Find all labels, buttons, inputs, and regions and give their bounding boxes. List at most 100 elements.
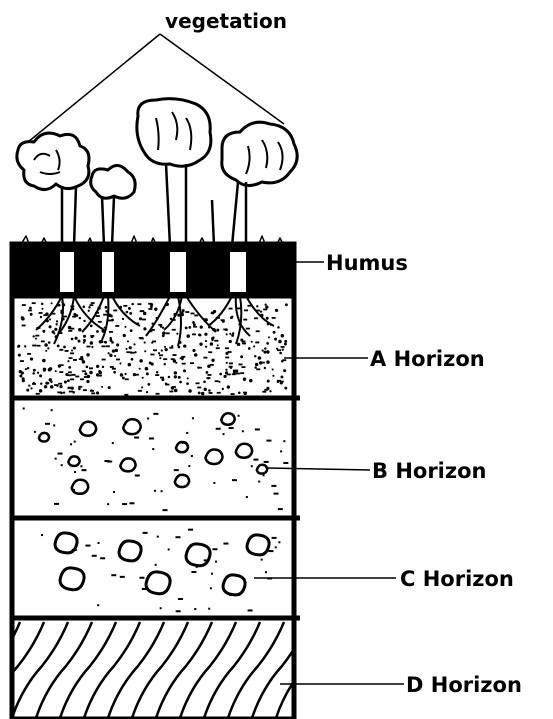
b-horizon-label: B Horizon (372, 459, 486, 483)
soil-speck (273, 331, 276, 334)
soil-speck (59, 371, 63, 373)
soil-speck (26, 389, 29, 392)
soil-speck (176, 333, 178, 335)
soil-speck (249, 379, 253, 383)
soil-speck (68, 330, 72, 332)
soil-speck (193, 323, 196, 326)
soil-speck (256, 368, 260, 370)
soil-speck (277, 326, 280, 329)
soil-speck (113, 491, 115, 493)
vegetation-plants (17, 99, 297, 246)
soil-speck (102, 366, 104, 368)
soil-speck (27, 367, 29, 369)
soil-speck (67, 387, 70, 390)
soil-speck (48, 325, 51, 328)
soil-speck (157, 536, 159, 538)
soil-speck (41, 341, 45, 343)
soil-speck (281, 334, 284, 337)
soil-speck (112, 368, 116, 370)
soil-speck (274, 493, 279, 495)
soil-speck (194, 315, 198, 317)
soil-speck (272, 537, 277, 539)
pebble (72, 480, 89, 494)
soil-speck (63, 391, 65, 393)
bedrock-stroke (300, 622, 356, 718)
soil-speck (264, 347, 266, 349)
soil-speck (206, 319, 208, 321)
soil-speck (265, 571, 267, 573)
bedrock-stroke (204, 622, 260, 718)
soil-speck (210, 364, 214, 366)
soil-speck (283, 440, 285, 442)
soil-speck (237, 343, 240, 346)
soil-speck (183, 345, 186, 348)
soil-speck (200, 325, 203, 328)
soil-speck (191, 313, 195, 315)
soil-speck (174, 375, 177, 378)
soil-speck (277, 380, 281, 382)
soil-speck (99, 371, 102, 374)
soil-speck (263, 474, 265, 476)
soil-speck (185, 326, 188, 329)
soil-speck (261, 362, 265, 364)
soil-speck (147, 383, 150, 386)
soil-speck (35, 338, 37, 340)
tree-crown-2 (91, 165, 135, 198)
soil-speck (129, 312, 132, 315)
soil-speck (86, 353, 89, 356)
soil-speck (67, 360, 69, 362)
c-horizon-label: C Horizon (400, 567, 514, 591)
soil-speck (145, 367, 149, 371)
soil-speck (83, 389, 87, 391)
soil-speck (144, 341, 146, 343)
soil-speck (185, 311, 189, 313)
soil-speck (165, 384, 169, 386)
soil-speck (166, 332, 170, 334)
soil-speck (231, 316, 233, 318)
soil-speck (39, 374, 42, 377)
soil-speck (54, 328, 57, 331)
soil-speck (131, 352, 135, 354)
soil-speck (82, 360, 85, 363)
soil-speck (131, 358, 134, 361)
soil-speck (255, 428, 260, 430)
soil-speck (143, 327, 146, 330)
soil-speck (51, 409, 53, 411)
soil-speck (276, 348, 278, 350)
soil-speck (268, 336, 270, 338)
soil-speck (199, 342, 202, 345)
soil-speck (204, 388, 207, 391)
soil-speck (74, 441, 76, 443)
soil-speck (268, 550, 273, 552)
soil-speck (201, 392, 205, 396)
soil-speck (105, 306, 108, 309)
soil-speck (22, 325, 26, 327)
soil-speck (275, 546, 277, 548)
soil-speck (108, 352, 110, 354)
soil-speck (163, 509, 168, 511)
soil-speck (35, 335, 39, 337)
soil-speck (123, 334, 126, 337)
soil-speck (58, 364, 61, 367)
soil-speck (148, 303, 152, 305)
soil-speck (282, 348, 284, 350)
soil-speck (96, 315, 100, 317)
soil-speck (246, 496, 248, 498)
soil-speck (208, 351, 212, 353)
soil-speck (140, 338, 144, 340)
soil-speck (79, 317, 81, 319)
soil-speck (147, 418, 149, 420)
soil-speck (80, 357, 83, 360)
soil-speck (29, 307, 32, 310)
soil-speck (33, 335, 35, 337)
soil-speck (191, 455, 193, 457)
tree-crown-4 (222, 122, 297, 185)
soil-speck (109, 331, 113, 333)
soil-speck (45, 312, 48, 315)
soil-speck (229, 340, 232, 343)
tree-crown-3 (137, 99, 211, 167)
soil-speck (255, 363, 258, 366)
soil-speck (216, 347, 220, 349)
d-horizon-label: D Horizon (406, 673, 522, 697)
soil-speck (27, 353, 31, 355)
